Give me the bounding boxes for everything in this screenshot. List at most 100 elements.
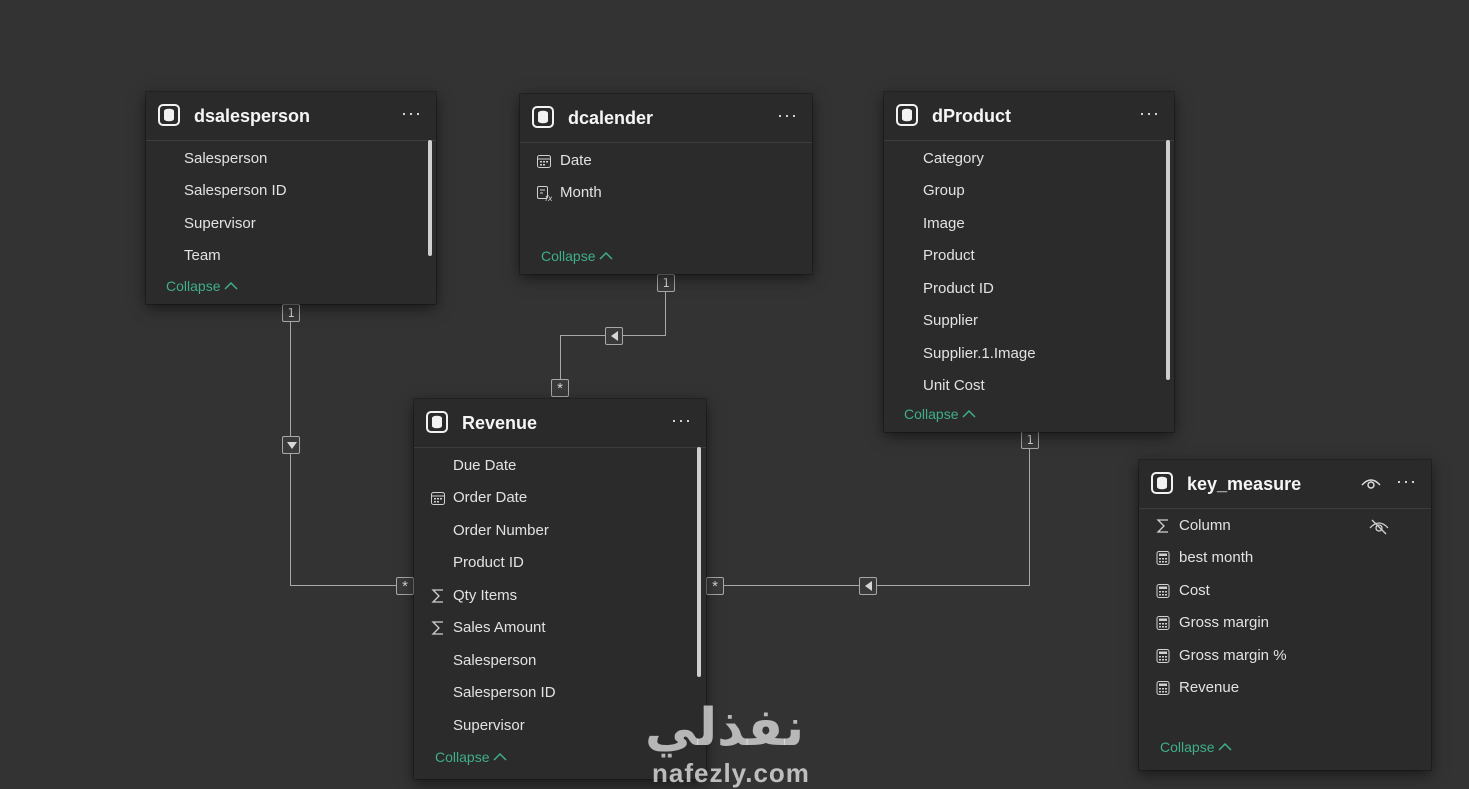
table-card-Revenue[interactable]: Revenue ··· Due Date Order Date Order Nu… [414, 399, 706, 779]
cardinality-many-marker: * [396, 577, 414, 595]
relationship-line[interactable] [560, 335, 561, 379]
scrollbar[interactable] [697, 447, 701, 677]
field-row[interactable]: Product ID [884, 274, 1154, 304]
field-row[interactable]: Product [884, 241, 1154, 271]
field-row[interactable]: Gross margin % [1139, 641, 1411, 671]
cardinality-many-marker: * [706, 577, 724, 595]
field-row[interactable]: Gross margin [1139, 608, 1411, 638]
field-row[interactable]: Supervisor [414, 711, 686, 741]
calendar-icon [431, 492, 445, 505]
field-label: Product [923, 247, 975, 264]
table-card-dsalesperson[interactable]: dsalesperson ··· Salesperson Salesperson… [146, 92, 436, 304]
table-header[interactable]: dProduct ··· [884, 92, 1174, 141]
field-label: Month [560, 184, 602, 201]
hidden-eye-icon[interactable] [1369, 518, 1389, 536]
more-options-icon[interactable]: ··· [401, 103, 422, 123]
svg-text:fx: fx [545, 194, 552, 201]
table-card-dcalender[interactable]: dcalender ··· Date fx Month Collapse [520, 94, 812, 274]
collapse-button[interactable]: Collapse [904, 405, 977, 422]
table-header[interactable]: key_measure ··· [1139, 460, 1431, 509]
more-options-icon[interactable]: ··· [671, 410, 692, 430]
field-label: Supplier [923, 312, 979, 329]
field-row[interactable]: best month [1139, 543, 1411, 573]
scrollbar[interactable] [1166, 140, 1170, 380]
field-row[interactable]: Order Number [414, 516, 686, 546]
field-row[interactable]: Supervisor [146, 209, 416, 239]
field-row[interactable]: Unit Cost [884, 371, 1154, 401]
field-label: Column [1179, 517, 1231, 534]
filter-direction-left-icon[interactable] [859, 577, 877, 595]
relationship-line[interactable] [724, 585, 1030, 586]
more-options-icon[interactable]: ··· [777, 105, 798, 125]
field-row[interactable]: Salesperson [414, 646, 686, 676]
field-row[interactable]: Image [884, 209, 1154, 239]
table-card-dProduct[interactable]: dProduct ··· Category Group Image Produc… [884, 92, 1174, 432]
field-label: Gross margin [1179, 614, 1270, 631]
field-label: Date [560, 152, 592, 169]
chevron-up-icon [599, 247, 614, 263]
cardinality-many-marker: * [551, 379, 569, 397]
filter-direction-down-icon[interactable] [282, 436, 300, 454]
chevron-up-icon [493, 748, 508, 764]
collapse-button[interactable]: Collapse [1160, 738, 1233, 755]
relationship-line[interactable] [290, 585, 398, 586]
field-label: Revenue [1179, 679, 1240, 696]
table-card-key_measure[interactable]: key_measure ··· Column best month Cost G… [1139, 460, 1431, 770]
eye-icon[interactable] [1361, 477, 1381, 491]
table-header[interactable]: Revenue ··· [414, 399, 706, 448]
field-label: Supervisor [453, 717, 525, 734]
field-row[interactable]: Supplier.1.Image [884, 339, 1154, 369]
collapse-button[interactable]: Collapse [435, 748, 508, 765]
field-row[interactable]: Sales Amount [414, 613, 686, 643]
field-label: Salesperson ID [184, 182, 287, 199]
relationship-line[interactable] [665, 292, 666, 336]
field-label: Qty Items [453, 587, 518, 604]
field-row[interactable]: Column [1139, 511, 1431, 541]
relationship-line[interactable] [1029, 449, 1030, 586]
calculated-column-icon: fx [537, 186, 552, 201]
field-row[interactable]: Due Date [414, 451, 686, 481]
scrollbar[interactable] [428, 140, 432, 256]
field-row[interactable]: Team [146, 241, 416, 271]
table-icon [426, 411, 448, 433]
more-options-icon[interactable]: ··· [1396, 471, 1417, 491]
collapse-label: Collapse [1160, 739, 1215, 755]
field-row[interactable]: Product ID [414, 548, 686, 578]
cardinality-one-marker: 1 [657, 274, 675, 292]
field-label: Category [923, 150, 984, 167]
field-row[interactable]: Salesperson [146, 144, 416, 174]
more-options-icon[interactable]: ··· [1139, 103, 1160, 123]
measure-icon [1156, 584, 1170, 598]
cardinality-one-marker: 1 [1021, 431, 1039, 449]
collapse-label: Collapse [435, 749, 490, 765]
filter-direction-left-icon[interactable] [605, 327, 623, 345]
table-icon [1151, 472, 1173, 494]
collapse-label: Collapse [166, 278, 221, 294]
relationship-line[interactable] [290, 322, 291, 586]
field-row[interactable]: Date [520, 146, 792, 176]
collapse-button[interactable]: Collapse [166, 277, 239, 294]
field-label: Team [184, 247, 221, 264]
table-header[interactable]: dsalesperson ··· [146, 92, 436, 141]
watermark-logo: نفذلي [645, 698, 805, 758]
table-icon [532, 106, 554, 128]
field-row[interactable]: Salesperson ID [146, 176, 416, 206]
field-row[interactable]: Order Date [414, 483, 686, 513]
field-row[interactable]: Supplier [884, 306, 1154, 336]
field-row[interactable]: Qty Items [414, 581, 686, 611]
field-row[interactable]: fx Month [520, 178, 792, 208]
collapse-button[interactable]: Collapse [541, 247, 614, 264]
field-label: Due Date [453, 457, 517, 474]
table-header[interactable]: dcalender ··· [520, 94, 812, 143]
field-row[interactable]: Cost [1139, 576, 1411, 606]
field-row[interactable]: Revenue [1139, 673, 1411, 703]
field-row[interactable]: Category [884, 144, 1154, 174]
table-title: dProduct [932, 106, 1011, 126]
field-row[interactable]: Salesperson ID [414, 678, 686, 708]
watermark-url: nafezly.com [652, 758, 810, 788]
field-row[interactable]: Group [884, 176, 1154, 206]
collapse-label: Collapse [904, 406, 959, 422]
table-title: dcalender [568, 108, 654, 128]
calendar-icon [537, 155, 551, 168]
